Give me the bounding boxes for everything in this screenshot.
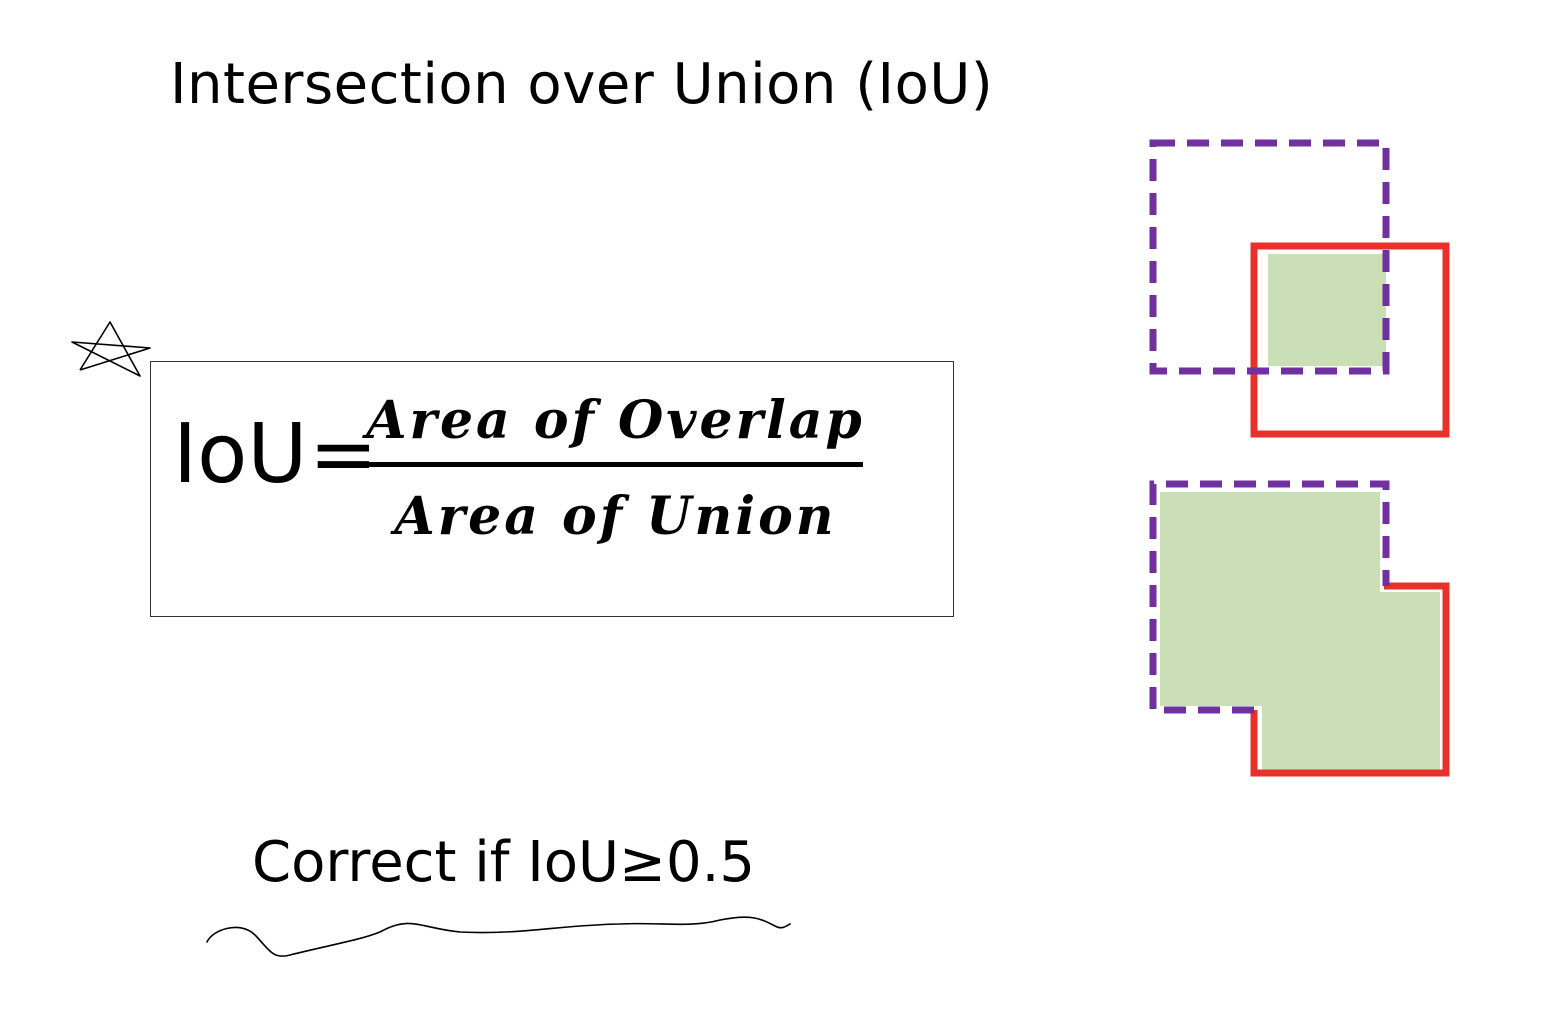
formula-fraction: Area of Overlap Area of Union bbox=[363, 382, 868, 552]
formula-denominator: Area of Union bbox=[394, 486, 837, 547]
formula-lhs: IoU bbox=[173, 407, 308, 502]
formula-equals: = bbox=[309, 407, 378, 502]
union-example bbox=[1149, 480, 1450, 777]
ground-truth-outline bbox=[1250, 582, 1450, 777]
prediction-outline bbox=[1149, 480, 1390, 714]
overlap-fill bbox=[1268, 254, 1386, 366]
formula-box: IoU = Area of Overlap Area of Union bbox=[150, 361, 954, 617]
hand-drawn-squiggle bbox=[206, 916, 791, 957]
correctness-criterion: Correct if IoU≥0.5 bbox=[252, 830, 756, 895]
hand-drawn-star-icon bbox=[71, 321, 151, 377]
prediction-box bbox=[1149, 139, 1390, 375]
formula-numerator: Area of Overlap bbox=[366, 390, 865, 451]
slide-title: Intersection over Union (IoU) bbox=[170, 52, 994, 117]
overlap-example bbox=[1149, 139, 1450, 438]
ground-truth-box bbox=[1250, 242, 1450, 438]
union-fill bbox=[1160, 492, 1440, 770]
fraction-bar bbox=[363, 462, 863, 467]
iou-illustration bbox=[1149, 139, 1450, 777]
